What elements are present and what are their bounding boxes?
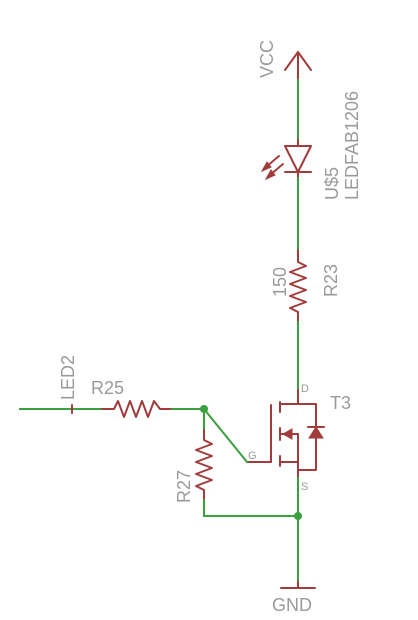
resistor-r23 bbox=[289, 249, 307, 323]
wire-gate bbox=[202, 407, 249, 464]
mosfet-t3 bbox=[246, 389, 325, 479]
resistor-r25 bbox=[101, 400, 173, 418]
gnd-symbol bbox=[280, 581, 316, 589]
t3-pin-g-label: G bbox=[248, 450, 257, 462]
resistor-r27 bbox=[195, 429, 213, 501]
gnd-label: GND bbox=[272, 595, 312, 615]
r23-name-label: R23 bbox=[321, 264, 341, 297]
t3-pin-s-label: S bbox=[301, 481, 308, 493]
wire-r27-gnd bbox=[203, 499, 299, 517]
junction-gate-node bbox=[200, 405, 208, 413]
vcc-symbol bbox=[284, 51, 312, 81]
r27-name-label: R27 bbox=[174, 470, 194, 503]
led2-net-label: LED2 bbox=[58, 355, 78, 400]
led-value-label: LEDFAB1206 bbox=[342, 91, 362, 200]
led-emission-arrows-icon bbox=[260, 155, 284, 181]
t3-pin-d-label: D bbox=[301, 383, 309, 395]
vcc-label: VCC bbox=[257, 40, 277, 78]
junction-gnd-node bbox=[294, 512, 302, 520]
led-u5 bbox=[260, 139, 312, 181]
led-name-label: U$5 bbox=[322, 167, 342, 200]
r23-value-label: 150 bbox=[270, 267, 290, 297]
r25-name-label: R25 bbox=[91, 378, 124, 398]
t3-name-label: T3 bbox=[330, 393, 351, 413]
